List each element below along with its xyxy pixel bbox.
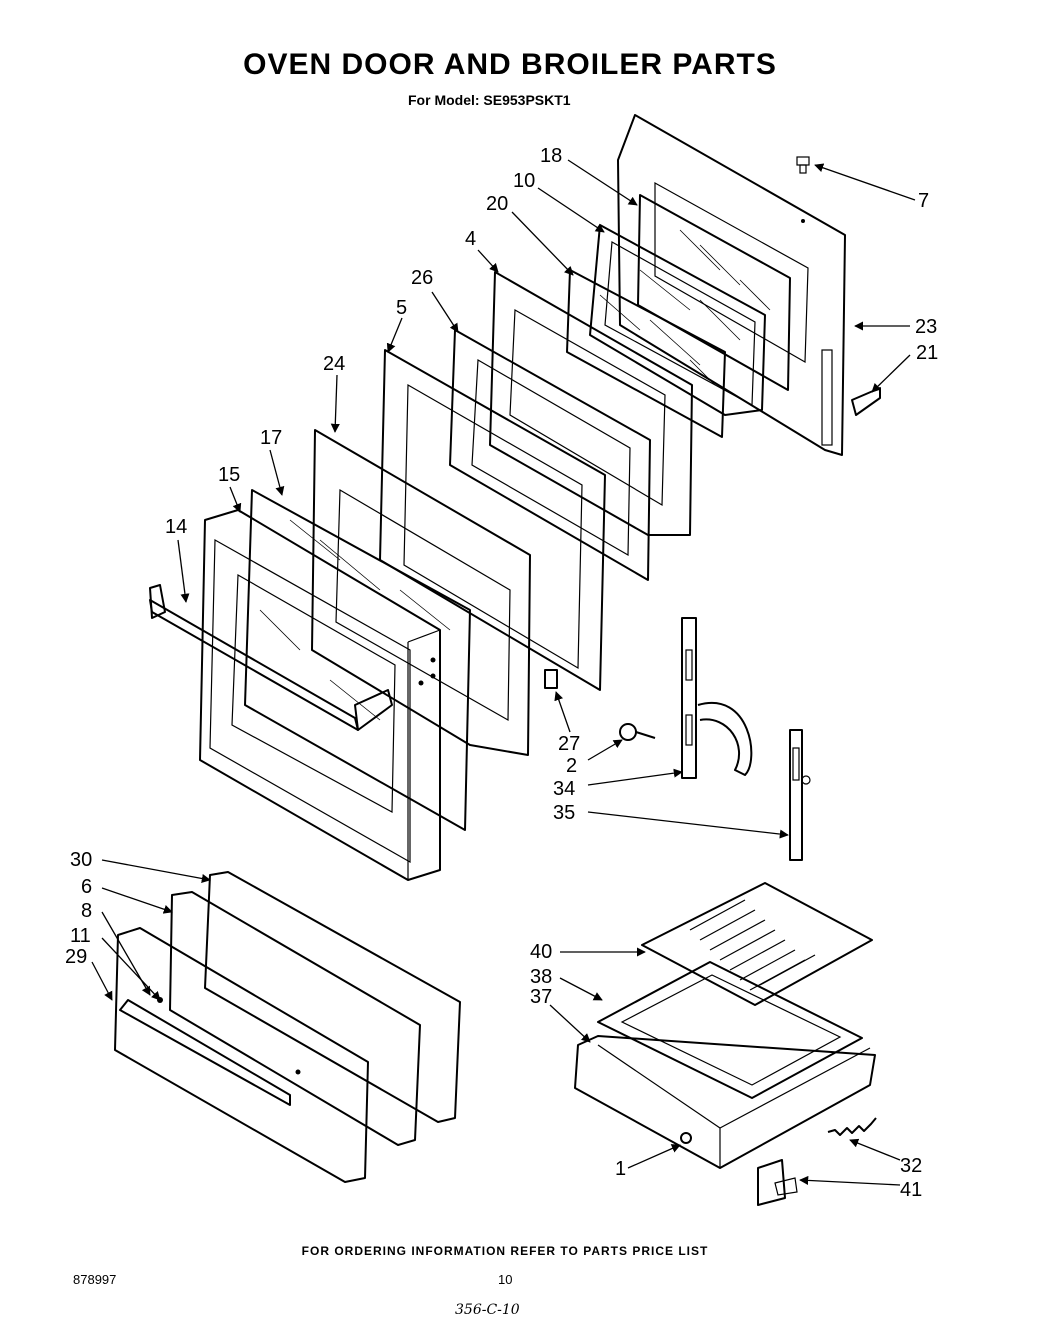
callout-26: 26 bbox=[411, 267, 433, 289]
door-hinge bbox=[681, 617, 753, 779]
outer-glass bbox=[244, 489, 471, 831]
glass-pack bbox=[589, 224, 766, 416]
drawer-back-panel bbox=[204, 871, 461, 1123]
drawer-front bbox=[114, 927, 369, 1183]
callout-41: 41 bbox=[900, 1179, 922, 1201]
callout-5: 5 bbox=[396, 297, 407, 319]
callout-37: 37 bbox=[530, 986, 552, 1008]
door-stop bbox=[544, 669, 558, 689]
broiler-pivot bbox=[680, 1132, 692, 1144]
hinge-bracket bbox=[851, 387, 881, 416]
inner-glass bbox=[637, 194, 791, 391]
door-handle bbox=[149, 584, 393, 731]
callout-23: 23 bbox=[915, 316, 937, 338]
callout-7: 7 bbox=[918, 190, 929, 212]
callout-21: 21 bbox=[916, 342, 938, 364]
callout-14: 14 bbox=[165, 516, 187, 538]
door-glass bbox=[566, 269, 726, 438]
callout-18: 18 bbox=[540, 145, 562, 167]
callout-32: 32 bbox=[900, 1155, 922, 1177]
callout-34: 34 bbox=[553, 778, 575, 800]
callout-24: 24 bbox=[323, 353, 345, 375]
page-number: 10 bbox=[498, 1272, 513, 1287]
callout-27: 27 bbox=[558, 733, 580, 755]
callout-10: 10 bbox=[513, 170, 535, 192]
callout-15: 15 bbox=[218, 464, 240, 486]
door-gasket bbox=[449, 329, 651, 581]
broiler-grid bbox=[641, 882, 873, 1006]
broiler-spring bbox=[827, 1117, 877, 1136]
model-subtitle: For Model: SE953PSKT1 bbox=[408, 92, 571, 108]
callout-30: 30 bbox=[70, 849, 92, 871]
broiler-bracket bbox=[757, 1159, 798, 1206]
callout-38: 38 bbox=[530, 966, 552, 988]
callout-2: 2 bbox=[566, 755, 577, 777]
screw bbox=[796, 156, 810, 174]
callout-17: 17 bbox=[260, 427, 282, 449]
callout-8: 8 bbox=[81, 900, 92, 922]
callout-29: 29 bbox=[65, 946, 87, 968]
callout-11: 11 bbox=[70, 925, 91, 947]
inner-door-panel bbox=[617, 114, 846, 456]
hinge-receiver bbox=[789, 729, 811, 861]
drawer-insulation bbox=[169, 891, 421, 1146]
callout-40: 40 bbox=[530, 941, 552, 963]
door-liner bbox=[311, 429, 531, 756]
broiler-pan-tray bbox=[597, 961, 863, 1099]
callout-20: 20 bbox=[486, 193, 508, 215]
hinge-pin bbox=[619, 723, 656, 741]
broiler-pan-body bbox=[574, 1035, 876, 1169]
door-insulation bbox=[379, 349, 606, 691]
ordering-note: FOR ORDERING INFORMATION REFER TO PARTS … bbox=[301, 1244, 709, 1258]
callout-6: 6 bbox=[81, 876, 92, 898]
callout-4: 4 bbox=[465, 228, 476, 250]
document-number: 878997 bbox=[73, 1272, 117, 1287]
callout-1: 1 bbox=[615, 1158, 626, 1180]
callout-labels: 18 10 20 4 26 5 24 17 15 14 7 23 21 27 2… bbox=[65, 145, 938, 1201]
handwritten-note: 356-C-10 bbox=[455, 1302, 520, 1318]
callout-35: 35 bbox=[553, 802, 575, 824]
leader-lines bbox=[91, 159, 916, 1186]
page-title: OVEN DOOR AND BROILER PARTS bbox=[243, 48, 777, 81]
